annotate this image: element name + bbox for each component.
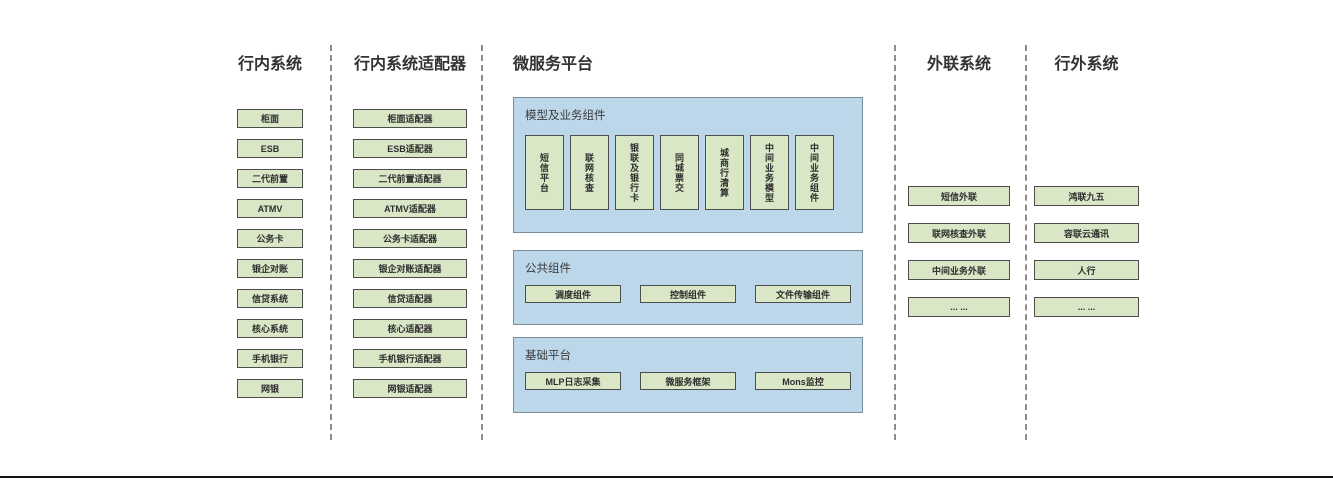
column-divider: [330, 45, 332, 440]
system-box: 柜面: [237, 109, 303, 128]
system-box-stack: 柜面 ESB 二代前置 ATMV 公务卡 银企对账 信贷系统 核心系统 手机银行…: [237, 109, 303, 398]
system-box: ESB: [237, 139, 303, 158]
column-internal-systems: 行内系统 柜面 ESB 二代前置 ATMV 公务卡 银企对账 信贷系统 核心系统…: [237, 55, 303, 398]
component-row: 调度组件 控制组件 文件传输组件: [525, 285, 851, 303]
component-box: 文件传输组件: [755, 285, 851, 303]
external-box: 短信外联: [908, 186, 1010, 206]
adapter-box: ESB适配器: [353, 139, 467, 158]
column-title: 行内系统适配器: [353, 56, 466, 73]
component-box: MLP日志采集: [525, 372, 621, 390]
adapter-box: 公务卡适配器: [353, 229, 467, 248]
column-internal-adapters: 行内系统适配器 柜面适配器 ESB适配器 二代前置适配器 ATMV适配器 公务卡…: [353, 55, 467, 398]
adapter-box: 信贷适配器: [353, 289, 467, 308]
outside-box: ... ...: [1034, 297, 1139, 317]
panel-title: 公共组件: [525, 263, 571, 275]
adapter-box: 银企对账适配器: [353, 259, 467, 278]
adapter-box-stack: 柜面适配器 ESB适配器 二代前置适配器 ATMV适配器 公务卡适配器 银企对账…: [353, 109, 467, 398]
adapter-box: 网银适配器: [353, 379, 467, 398]
column-microservice-platform: 微服务平台 模型及业务组件 短信平台 联网核查 银联及银行卡 同城票交 城商行清…: [513, 55, 863, 413]
column-divider: [1025, 45, 1027, 440]
bottom-rule: [0, 476, 1333, 478]
component-box: 银联及银行卡: [615, 135, 654, 210]
platform-title: 微服务平台: [513, 56, 594, 73]
component-box: 城商行清算: [705, 135, 744, 210]
vertical-component-row: 短信平台 联网核查 银联及银行卡 同城票交 城商行清算 中间业务模型 中间业务组…: [525, 135, 851, 210]
column-divider: [894, 45, 896, 440]
system-box: ATMV: [237, 199, 303, 218]
column-divider: [481, 45, 483, 440]
external-box: 中间业务外联: [908, 260, 1010, 280]
adapter-box: 二代前置适配器: [353, 169, 467, 188]
component-box: 中间业务模型: [750, 135, 789, 210]
panel-title: 基础平台: [525, 350, 571, 362]
component-row: MLP日志采集 微服务框架 Mons监控: [525, 372, 851, 390]
panel-common-components: 公共组件 调度组件 控制组件 文件传输组件: [513, 250, 863, 325]
column-title: 行外系统: [1054, 56, 1119, 73]
system-box: 二代前置: [237, 169, 303, 188]
component-box: 联网核查: [570, 135, 609, 210]
component-box: 控制组件: [640, 285, 736, 303]
system-box: 银企对账: [237, 259, 303, 278]
panel-model-business-components: 模型及业务组件 短信平台 联网核查 银联及银行卡 同城票交 城商行清算 中间业务…: [513, 97, 863, 233]
adapter-box: 核心适配器: [353, 319, 467, 338]
component-box: 微服务框架: [640, 372, 736, 390]
component-box: 中间业务组件: [795, 135, 834, 210]
component-box: 同城票交: [660, 135, 699, 210]
outside-box: 容联云通讯: [1034, 223, 1139, 243]
system-box: 公务卡: [237, 229, 303, 248]
component-box: 调度组件: [525, 285, 621, 303]
column-title: 行内系统: [237, 56, 302, 73]
adapter-box: ATMV适配器: [353, 199, 467, 218]
column-outside-systems: 行外系统 鸿联九五 容联云通讯 人行 ... ...: [1034, 55, 1139, 317]
column-title: 外联系统: [926, 56, 991, 73]
system-box: 手机银行: [237, 349, 303, 368]
external-box: 联网核查外联: [908, 223, 1010, 243]
adapter-box: 柜面适配器: [353, 109, 467, 128]
outside-box: 人行: [1034, 260, 1139, 280]
outside-box-stack: 鸿联九五 容联云通讯 人行 ... ...: [1034, 186, 1139, 317]
component-box: Mons监控: [755, 372, 851, 390]
system-box: 核心系统: [237, 319, 303, 338]
system-box: 网银: [237, 379, 303, 398]
outside-box: 鸿联九五: [1034, 186, 1139, 206]
component-box: 短信平台: [525, 135, 564, 210]
adapter-box: 手机银行适配器: [353, 349, 467, 368]
panel-base-platform: 基础平台 MLP日志采集 微服务框架 Mons监控: [513, 337, 863, 413]
system-box: 信贷系统: [237, 289, 303, 308]
external-box: ... ...: [908, 297, 1010, 317]
column-external-link-systems: 外联系统 短信外联 联网核查外联 中间业务外联 ... ...: [908, 55, 1010, 317]
external-box-stack: 短信外联 联网核查外联 中间业务外联 ... ...: [908, 186, 1010, 317]
panel-title: 模型及业务组件: [525, 110, 606, 122]
